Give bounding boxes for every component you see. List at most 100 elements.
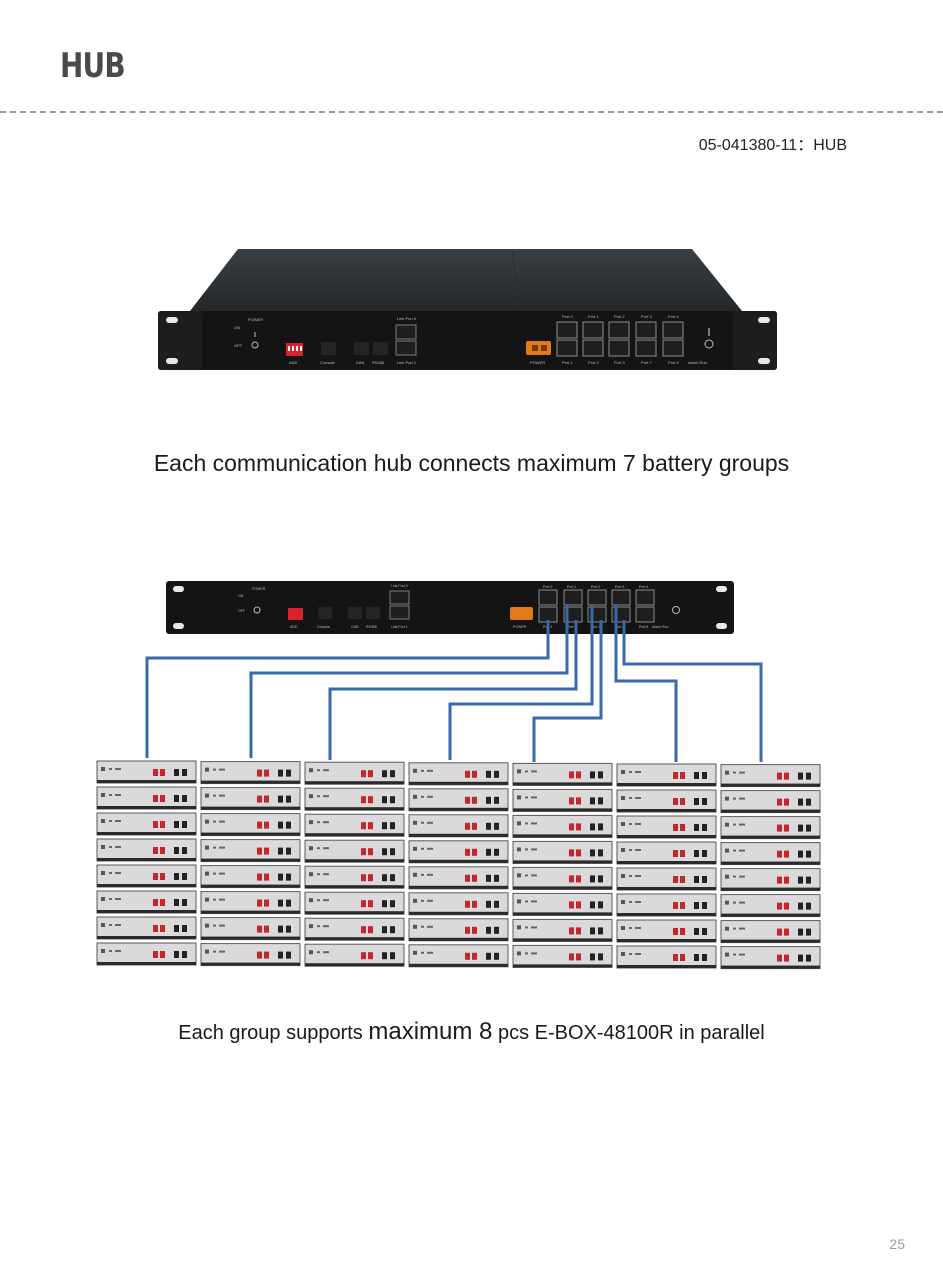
battery-module	[616, 919, 717, 943]
hub-caption: Each communication hub connects maximum …	[153, 450, 790, 476]
diagram-power-label: POWER	[252, 587, 266, 591]
diagram-console-label: Console	[317, 625, 330, 629]
group-caption-post: pcs E-BOX-48100R in parallel	[492, 1022, 765, 1044]
battery-module	[408, 944, 509, 968]
battery-group	[512, 762, 613, 968]
battery-module	[720, 842, 821, 866]
diagram-port-bottom-label: Port 3	[591, 625, 600, 629]
rs485-port	[373, 342, 388, 355]
communication-cables	[145, 605, 763, 762]
battery-module	[512, 892, 613, 916]
battery-group	[200, 761, 301, 967]
diagram-port-top-label: Port 3	[615, 585, 624, 589]
link-port-0	[395, 324, 417, 340]
console-port	[321, 342, 336, 355]
on-label: ON	[234, 325, 240, 330]
battery-module	[512, 814, 613, 838]
battery-module	[616, 789, 717, 813]
cable-group-5	[532, 620, 603, 762]
power-switch-label: POWER	[248, 317, 263, 322]
battery-group	[408, 762, 509, 968]
diagram-port-top-label: Port 2	[591, 585, 600, 589]
battery-module	[408, 762, 509, 786]
battery-module	[720, 946, 821, 970]
port-top-label: Port 1	[588, 314, 599, 319]
diagram-port-bottom-label: Port 8	[639, 625, 648, 629]
battery-module	[200, 813, 301, 837]
battery-module	[408, 814, 509, 838]
battery-group	[720, 764, 821, 970]
battery-module	[96, 760, 197, 784]
power-switch	[251, 341, 259, 349]
battery-module	[304, 761, 405, 785]
diagram-on-label: ON	[238, 594, 244, 598]
battery-module	[720, 816, 821, 840]
diagram-link-port-0-label: Link Port 0	[391, 584, 408, 588]
diagram-port-bottom-label: Port 2	[567, 625, 576, 629]
battery-module	[512, 840, 613, 864]
battery-module	[304, 943, 405, 967]
can-port	[354, 342, 369, 355]
battery-module	[720, 790, 821, 814]
battery-module	[304, 891, 405, 915]
port-bottom-label: Port 7	[641, 360, 652, 365]
diagram-can-label: CAN	[351, 625, 359, 629]
battery-module	[200, 917, 301, 941]
battery-module	[200, 865, 301, 889]
port-bottom-label: Port 2	[588, 360, 599, 365]
battery-module	[512, 918, 613, 942]
battery-module	[616, 893, 717, 917]
port-bottom-label: Port 8	[668, 360, 679, 365]
ground-terminal	[704, 339, 714, 349]
port-top-label: Port 3	[641, 314, 652, 319]
link-port-1-label: Link Port 1	[397, 360, 417, 365]
diagram-rs485-label: RS485	[366, 625, 377, 629]
battery-module	[96, 916, 197, 940]
cable-group-1	[145, 620, 550, 758]
diagram-alarm-run-label: Alarm Run	[652, 625, 669, 629]
battery-module	[408, 866, 509, 890]
hub-top-cover	[190, 249, 742, 311]
diagram-port-top-label: Port 1	[567, 585, 576, 589]
alarm-run-label: Alarm Run	[688, 360, 707, 365]
battery-module	[408, 840, 509, 864]
battery-module	[720, 894, 821, 918]
diagram-power-input-label: POWER	[513, 625, 527, 629]
battery-group	[304, 761, 405, 967]
battery-module	[96, 786, 197, 810]
power-connector	[526, 341, 551, 355]
battery-module	[616, 763, 717, 787]
battery-module	[720, 920, 821, 944]
port-top-label: Port 0	[562, 314, 573, 319]
diagram-address-label: ADD	[290, 625, 298, 629]
off-label: OFF	[234, 343, 243, 348]
battery-module	[304, 787, 405, 811]
diagram-port-top-label: Port 0	[543, 585, 552, 589]
diagram-link-port-1-label: Link Port 1	[391, 625, 408, 629]
header-divider	[0, 111, 943, 113]
power-input-label: POWER	[530, 360, 545, 365]
battery-module	[200, 943, 301, 967]
diagram-off-label: OFF	[238, 609, 245, 613]
battery-module	[408, 892, 509, 916]
connection-diagram: POWER ON OFF ADD Console CAN RS485 Link …	[96, 581, 821, 970]
battery-module	[616, 945, 717, 969]
can-label: CAN	[356, 360, 365, 365]
cable-group-6	[614, 605, 678, 762]
battery-module	[408, 918, 509, 942]
battery-group	[616, 763, 717, 969]
battery-module	[200, 891, 301, 915]
battery-ports	[556, 321, 684, 357]
battery-module	[200, 761, 301, 785]
rs485-label: RS485	[372, 360, 385, 365]
part-number-label: 05-041380-11：HUB	[698, 137, 847, 154]
console-label: Console	[320, 360, 335, 365]
page-number: 25	[889, 1236, 905, 1252]
battery-module	[200, 839, 301, 863]
battery-group	[96, 760, 197, 966]
battery-module	[512, 944, 613, 968]
group-caption-pre: Each group supports	[178, 1022, 369, 1044]
port-top-label: Port 4	[668, 314, 679, 319]
battery-module	[616, 815, 717, 839]
battery-module	[304, 917, 405, 941]
